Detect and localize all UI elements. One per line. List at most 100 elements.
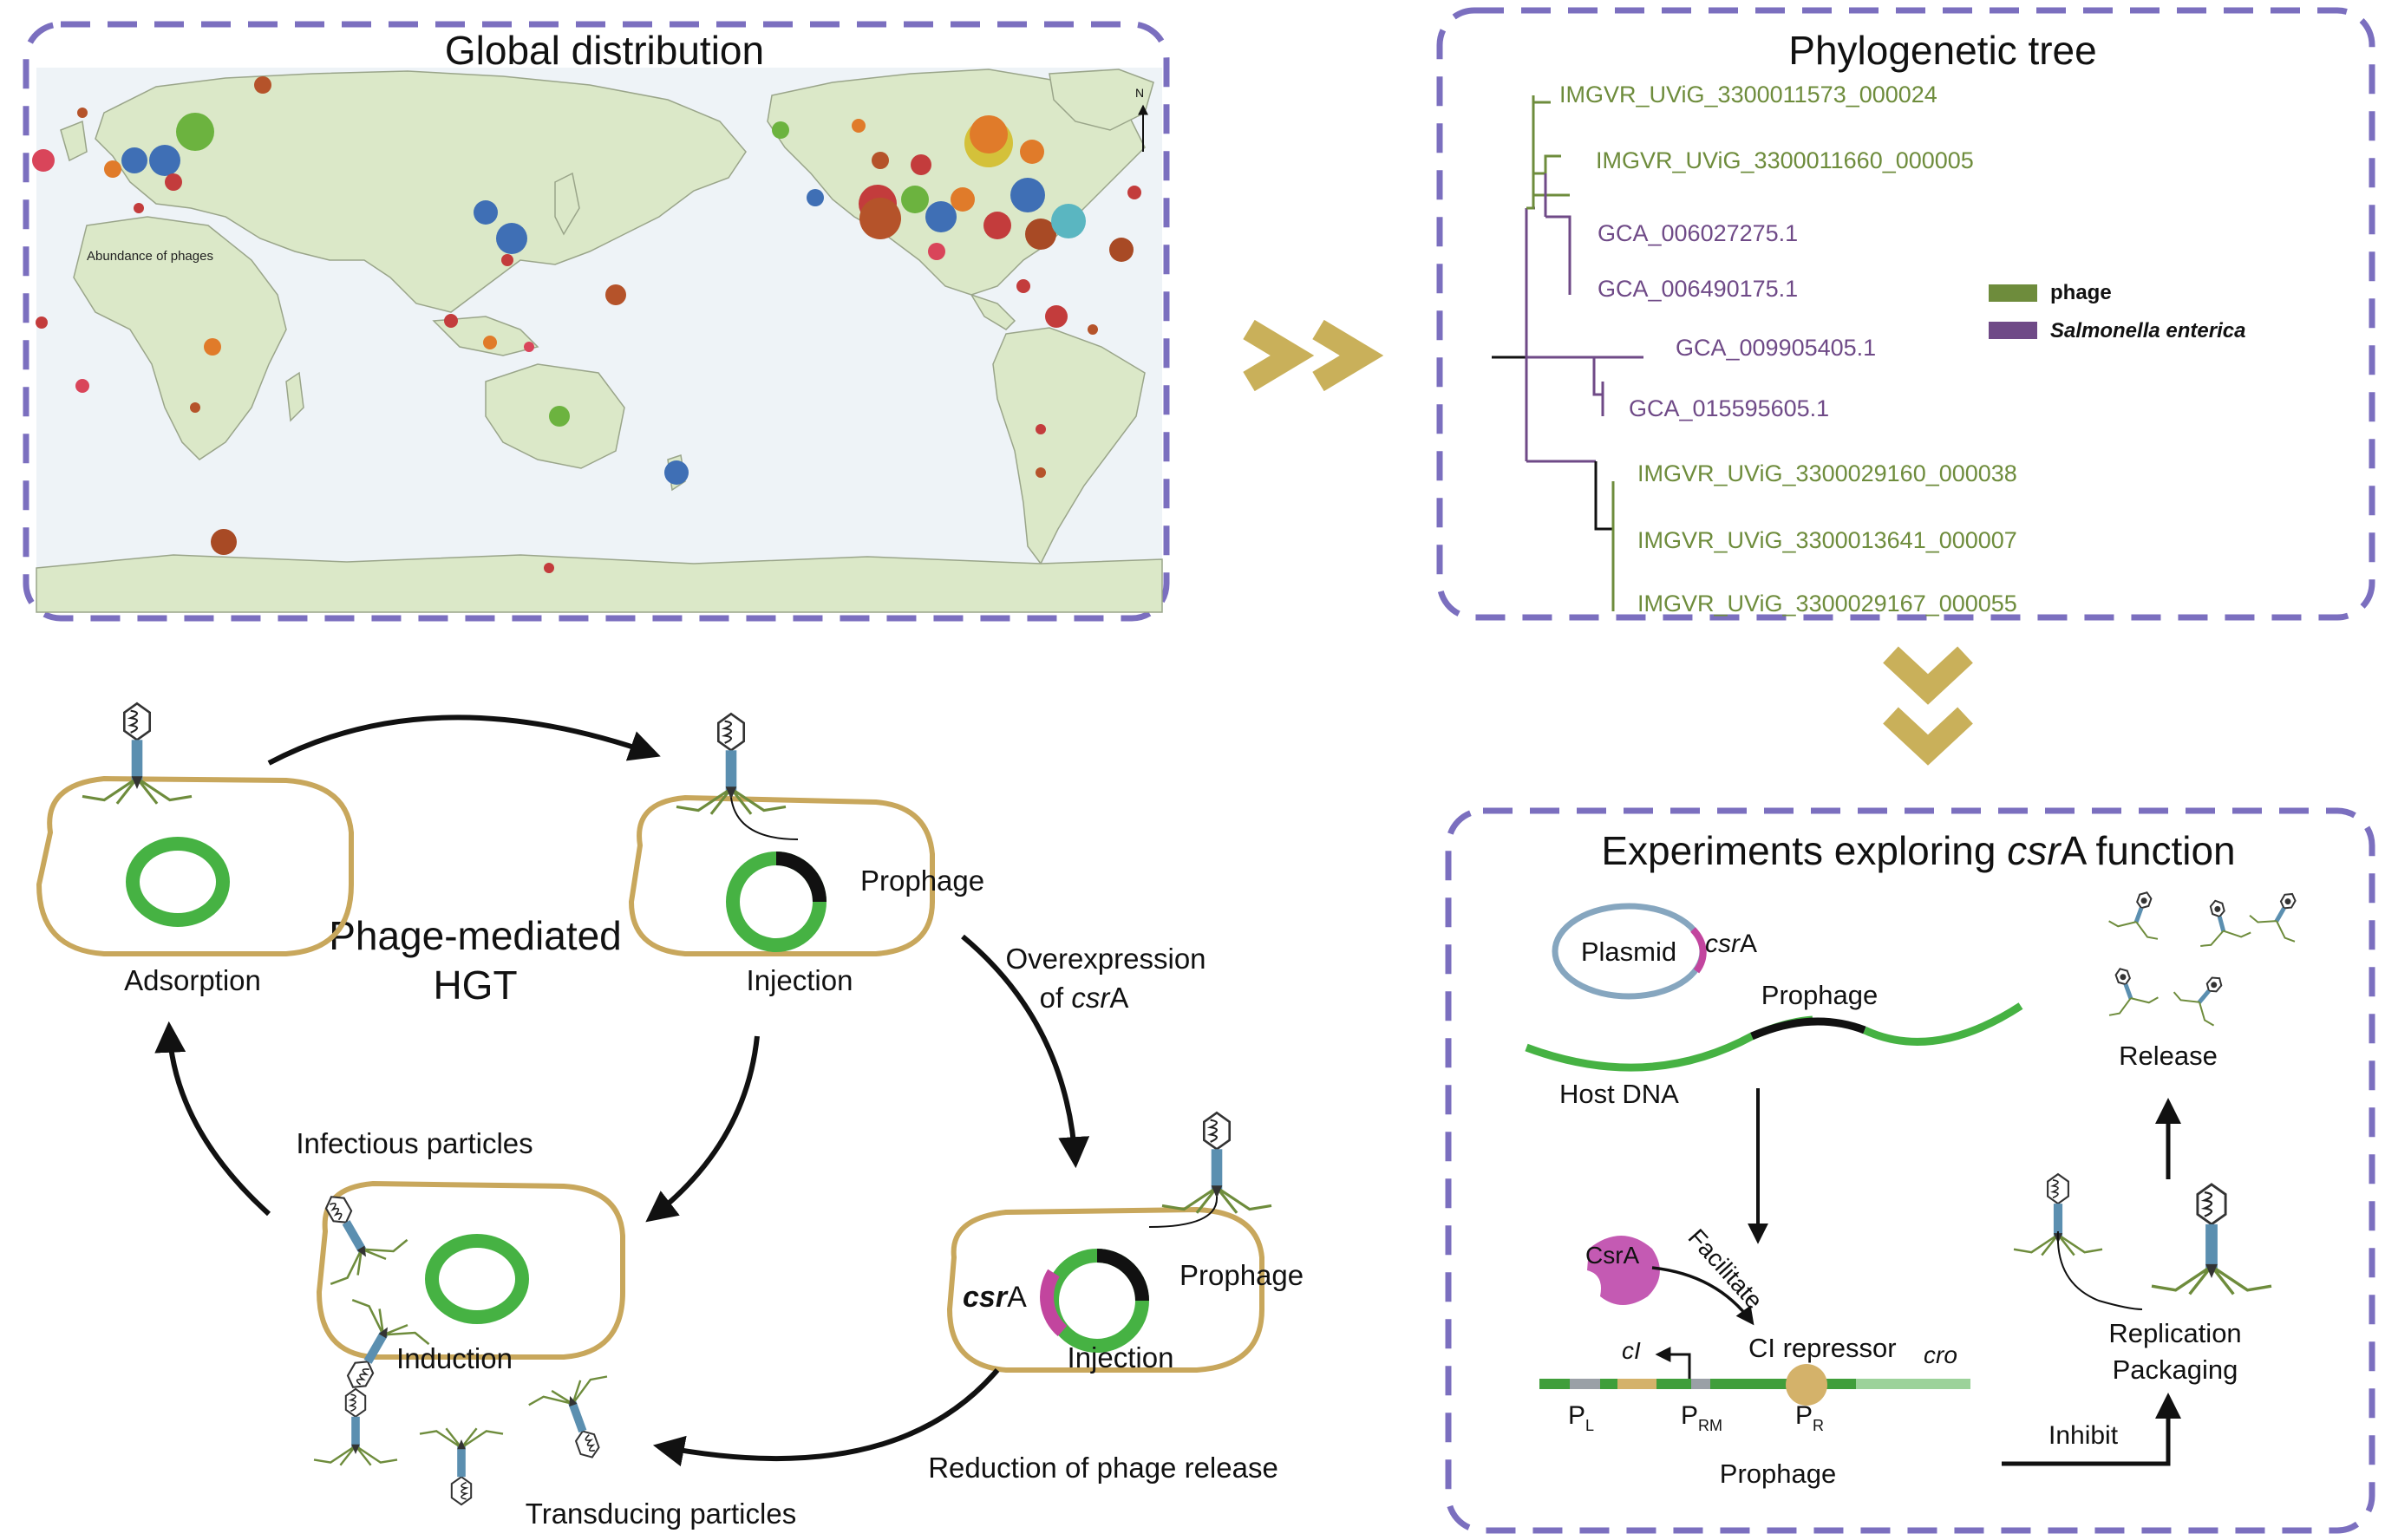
bubble bbox=[165, 173, 182, 191]
prophage-top-label: Prophage bbox=[860, 865, 984, 897]
bubble bbox=[970, 115, 1008, 153]
csra-protein-shape bbox=[1587, 1236, 1660, 1305]
chevron-right-icon bbox=[1243, 319, 1384, 392]
replication-dna-tail bbox=[2056, 1230, 2143, 1310]
bubble bbox=[36, 316, 48, 329]
bubble bbox=[852, 119, 866, 133]
adsorption-label: Adsorption bbox=[124, 964, 261, 996]
bubble bbox=[483, 336, 497, 349]
facilitate-label: Facilitate bbox=[1683, 1224, 1768, 1314]
bubble bbox=[501, 254, 513, 266]
bubble bbox=[549, 406, 570, 427]
tree-leaf: IMGVR_UViG_3300011573_000024 bbox=[1559, 82, 1937, 108]
bubble bbox=[1036, 467, 1046, 478]
host-dna-prophage bbox=[1750, 1017, 1866, 1041]
phage-packaging-icon bbox=[2150, 1183, 2273, 1296]
cycle-center-line2: HGT bbox=[433, 962, 517, 1008]
tree-leaf: GCA_006490175.1 bbox=[1598, 276, 1798, 302]
arrow-injection-to-induction bbox=[645, 1035, 760, 1223]
promoter-pl: PL bbox=[1568, 1401, 1594, 1434]
chevron-down-icon bbox=[1883, 646, 1973, 766]
tree-leaf: GCA_006027275.1 bbox=[1598, 220, 1798, 246]
bubble bbox=[1016, 279, 1030, 293]
arrow-induction-to-adsorption bbox=[154, 1021, 271, 1217]
bubble bbox=[1010, 178, 1045, 212]
tree-leaves: IMGVR_UViG_3300011573_000024 IMGVR_UViG_… bbox=[1559, 82, 2017, 617]
land-greenland bbox=[1049, 69, 1154, 131]
land-south-america bbox=[992, 327, 1146, 565]
injection-bottom-label: Injection bbox=[1068, 1341, 1174, 1374]
cro-label: cro bbox=[1924, 1341, 1957, 1368]
tree-leaf: IMGVR_UViG_3300029160_000038 bbox=[1637, 460, 2017, 486]
inhibit-arrow bbox=[2002, 1393, 2181, 1466]
bubble bbox=[807, 189, 824, 206]
csra-protein-label: CsrA bbox=[1585, 1242, 1640, 1269]
arrow-reduction bbox=[652, 1368, 1000, 1467]
bubble bbox=[211, 529, 237, 555]
bubble bbox=[176, 113, 214, 151]
bubble bbox=[444, 314, 458, 328]
bubble bbox=[911, 154, 931, 175]
bubble bbox=[121, 147, 147, 173]
csra-cell-label: csrA bbox=[963, 1281, 1027, 1314]
bubble bbox=[605, 284, 626, 305]
tree-branches bbox=[1492, 95, 1643, 611]
land-africa bbox=[73, 216, 287, 460]
bubble bbox=[901, 186, 929, 213]
plasmid-label: Plasmid bbox=[1581, 936, 1676, 967]
arrow-overexpression bbox=[961, 934, 1090, 1169]
bubble bbox=[664, 460, 689, 485]
overexpression-line2: of csrA bbox=[1040, 982, 1129, 1014]
overexpression-line1: Overexpression bbox=[1005, 943, 1206, 975]
tree-leaf: GCA_015595605.1 bbox=[1629, 395, 1829, 421]
induction-label: Induction bbox=[396, 1342, 513, 1374]
legend-label-host: Salmonella enterica bbox=[2050, 319, 2245, 343]
bubble bbox=[524, 342, 534, 352]
host-dna-prophage-label: Prophage bbox=[1761, 980, 1878, 1010]
transducing-label: Transducing particles bbox=[526, 1498, 796, 1530]
abundance-bubbles bbox=[32, 76, 1141, 573]
bubble bbox=[134, 203, 144, 213]
cycle-center-line1: Phage-mediated bbox=[329, 913, 622, 958]
replication-label: Replication bbox=[2108, 1318, 2241, 1348]
inhibit-label: Inhibit bbox=[2048, 1421, 2119, 1450]
injection-top-label: Injection bbox=[747, 964, 853, 996]
bubble bbox=[1045, 305, 1068, 328]
transducing-phages bbox=[312, 1370, 633, 1506]
promoter-pr: PR bbox=[1795, 1401, 1824, 1434]
bubble bbox=[75, 379, 89, 393]
bubble bbox=[772, 121, 789, 139]
bubble bbox=[859, 198, 901, 239]
map-panel-frame bbox=[23, 21, 1170, 622]
cell-adsorption bbox=[36, 701, 354, 956]
bubble bbox=[474, 200, 498, 225]
bubble bbox=[1088, 324, 1098, 335]
bubble bbox=[951, 187, 975, 212]
ci-gene-label: cI bbox=[1622, 1337, 1641, 1364]
tree-title: Phylogenetic tree bbox=[1788, 28, 2096, 73]
ci-repressor-label: CI repressor bbox=[1748, 1333, 1897, 1363]
bubble bbox=[1109, 238, 1134, 262]
bubble bbox=[204, 338, 221, 356]
bubble bbox=[254, 76, 271, 94]
host-dna-label: Host DNA bbox=[1559, 1079, 1679, 1109]
bubble bbox=[928, 243, 945, 260]
tree-leaf: GCA_009905405.1 bbox=[1676, 335, 1876, 361]
bubble bbox=[925, 201, 957, 232]
bubble bbox=[1025, 219, 1056, 250]
experiments-panel-frame bbox=[1445, 807, 2375, 1534]
map-title: Global distribution bbox=[445, 28, 764, 73]
bubble bbox=[1127, 186, 1141, 199]
release-label: Release bbox=[2119, 1041, 2218, 1071]
bubble bbox=[872, 152, 889, 169]
prophage-operon bbox=[1539, 1364, 1970, 1406]
plasmid-csra-segment bbox=[1690, 927, 1707, 974]
cell-induction bbox=[291, 1173, 625, 1411]
legend-label-phage: phage bbox=[2050, 281, 2112, 304]
cell-csra-injection bbox=[946, 1111, 1273, 1373]
land-eurasia bbox=[95, 70, 747, 313]
tree-legend: phage Salmonella enterica bbox=[1989, 281, 2245, 343]
tree-leaf: IMGVR_UViG_3300013641_000007 bbox=[1637, 527, 2017, 553]
bubble bbox=[104, 160, 121, 178]
